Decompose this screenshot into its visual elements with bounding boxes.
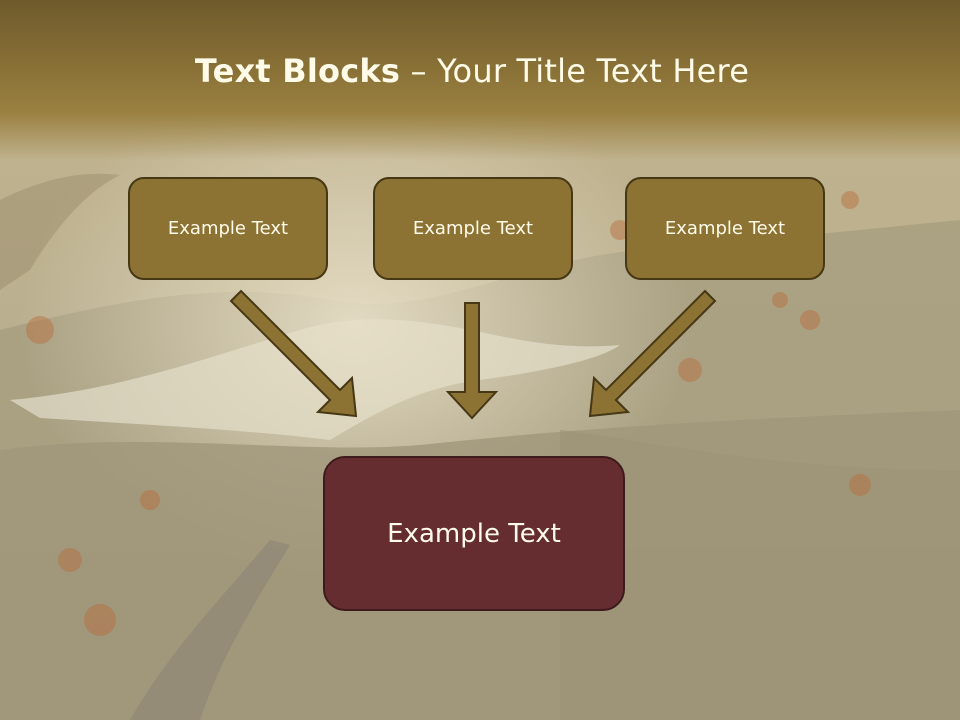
arrow-right	[588, 289, 717, 418]
text-block-right-label: Example Text	[664, 218, 786, 239]
page-title: Text Blocks – Your Title Text Here	[0, 52, 944, 90]
text-block-bottom-label: Example Text	[387, 518, 561, 549]
title-band	[0, 0, 960, 160]
arrow-left	[229, 289, 358, 418]
text-block-bottom[interactable]: Example Text	[323, 456, 625, 611]
text-block-left[interactable]: Example Text	[128, 177, 328, 280]
text-block-center-label: Example Text	[412, 218, 534, 239]
title-rest: Your Title Text Here	[437, 52, 750, 90]
text-block-left-label: Example Text	[167, 218, 289, 239]
title-separator: –	[400, 52, 438, 90]
text-block-right[interactable]: Example Text	[625, 177, 825, 280]
text-block-center[interactable]: Example Text	[373, 177, 573, 280]
arrow-center	[445, 302, 499, 420]
title-bold: Text Blocks	[194, 52, 401, 90]
